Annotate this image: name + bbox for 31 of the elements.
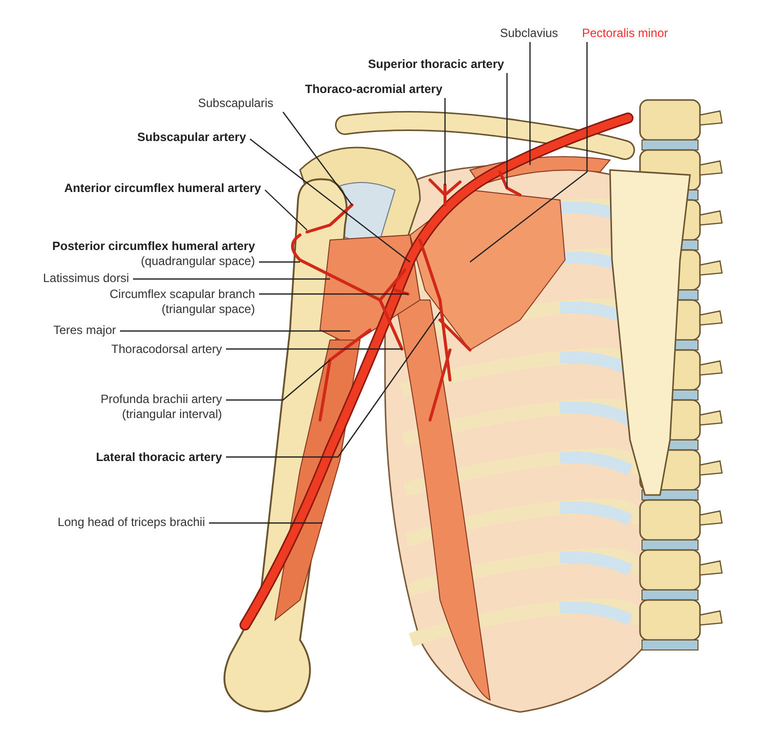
leader-line xyxy=(259,293,408,295)
anatomy-label: Superior thoracic artery xyxy=(368,57,504,72)
leader-line xyxy=(470,42,588,262)
label-note: (quadrangular space) xyxy=(140,254,255,269)
leader-line xyxy=(226,360,330,401)
leader-line xyxy=(133,278,330,280)
leader-line xyxy=(250,138,410,262)
leader-line xyxy=(282,112,352,206)
leader-line xyxy=(120,330,350,332)
anatomy-label: Circumflex scapular branch (triangular space) xyxy=(95,287,255,317)
anatomy-label: Pectoralis minor xyxy=(582,26,668,41)
anatomy-label: Lateral thoracic artery xyxy=(96,450,222,465)
anatomy-label: Subclavius xyxy=(500,26,558,41)
anatomy-label: Teres major xyxy=(53,323,116,338)
leader-line xyxy=(506,73,508,188)
leader-line xyxy=(226,312,440,458)
anatomy-label: Posterior circumflex humeral artery xyxy=(52,239,255,254)
anatomy-label: Subscapular artery xyxy=(137,130,246,145)
anatomy-label: Latissimus dorsi xyxy=(42,271,129,286)
leader-line xyxy=(226,348,402,350)
leader-line xyxy=(259,261,300,263)
anatomy-label: Anterior circumflex humeral artery xyxy=(64,181,261,196)
anatomy-label: Thoraco-acromial artery xyxy=(305,82,442,97)
anatomy-label: Profunda brachii artery (triangular interval) xyxy=(92,392,222,422)
leader-line xyxy=(444,98,446,185)
anatomy-label: Long head of triceps brachii xyxy=(58,515,205,530)
anatomy-label: Thoracodorsal artery xyxy=(111,342,222,357)
anatomy-label: Subscapularis xyxy=(198,96,274,111)
leader-line xyxy=(529,42,531,165)
leader-line xyxy=(209,522,322,524)
leader-line xyxy=(264,190,308,230)
